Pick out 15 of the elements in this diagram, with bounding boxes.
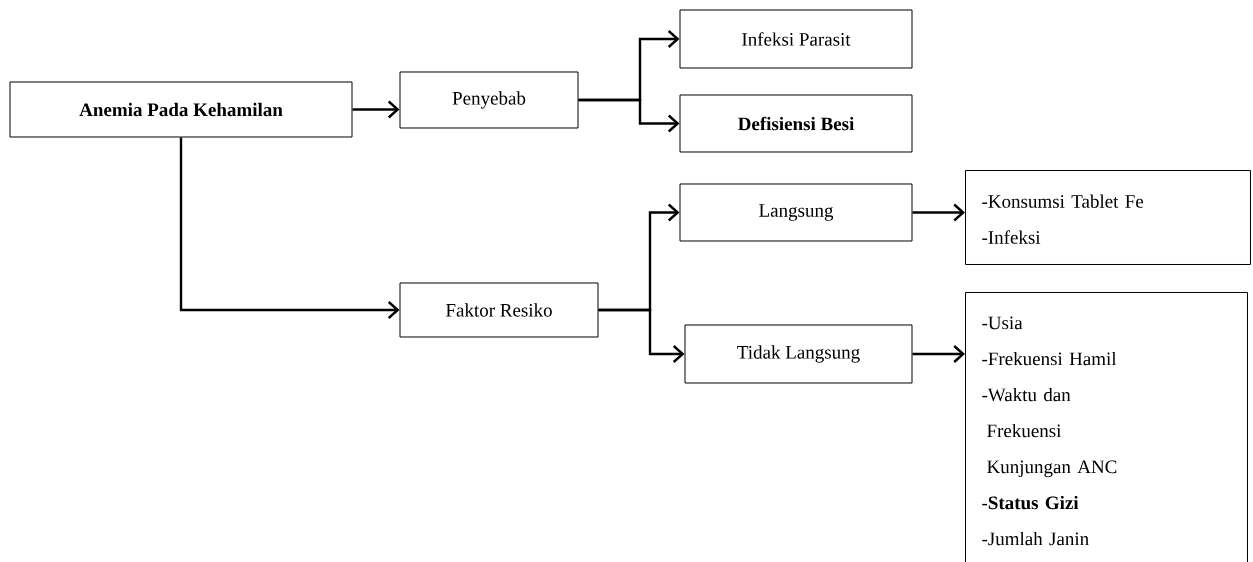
list-box: -Konsumsi Tablet Fe -Infeksi — [965, 170, 1251, 265]
text-box: Infeksi Parasit — [679, 9, 913, 69]
arrow — [179, 137, 400, 319]
arrow — [598, 308, 685, 363]
text-box: Langsung — [679, 183, 913, 242]
arrow — [578, 98, 680, 133]
list-box: -Usia -Frekuensi Hamil -Waktu dan Frekuensi Kunjungan ANC -Status Gizi -Jumlah Janin — [965, 292, 1248, 562]
text-box: Tidak Langsung — [684, 324, 913, 384]
text-box: Faktor Resiko — [399, 282, 599, 338]
arrow — [352, 100, 400, 119]
arrow — [912, 203, 965, 222]
text-box: Anemia Pada Kehamilan — [9, 81, 353, 138]
text-box: Penyebab — [399, 71, 579, 129]
arrow — [912, 345, 965, 363]
text-box: Defisiensi Besi — [679, 94, 913, 153]
